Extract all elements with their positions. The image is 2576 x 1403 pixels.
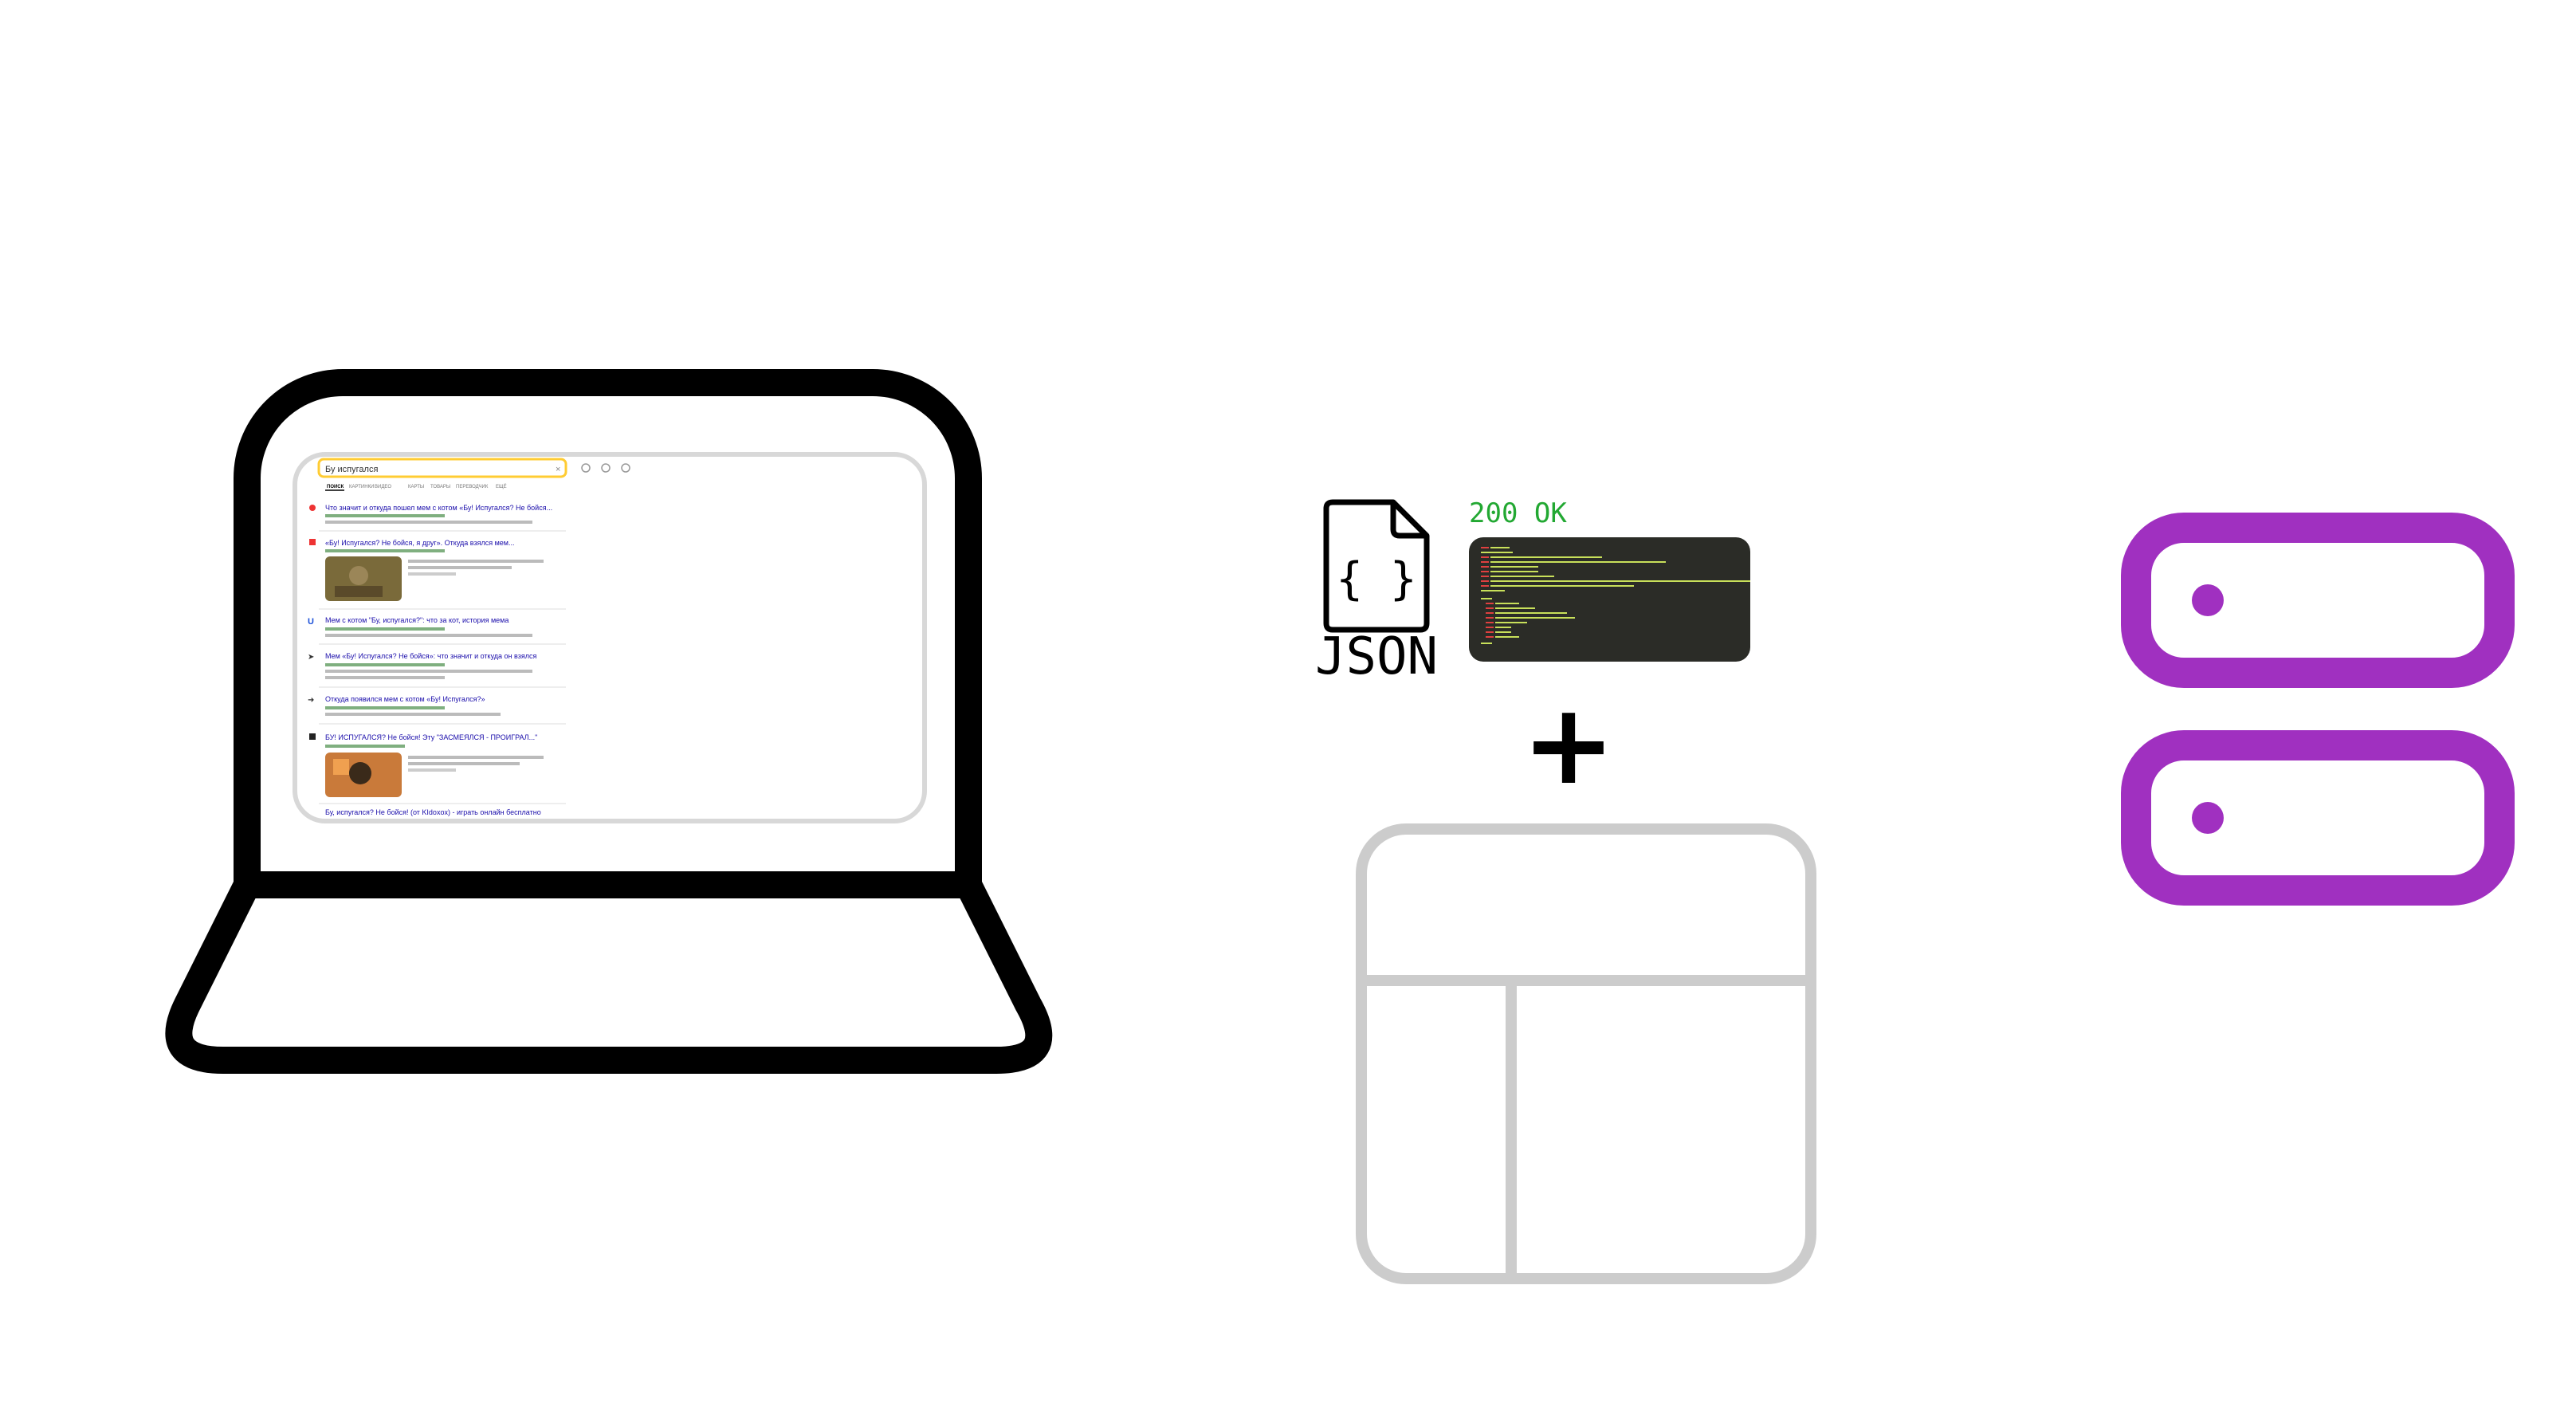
camera-icon[interactable]: [601, 463, 611, 473]
laptop-screen-frame: [234, 369, 982, 898]
tab-maps[interactable]: КАРТЫ: [408, 485, 424, 489]
result-title[interactable]: Мем «Бу! Испугался? Не бойся»: что значи…: [325, 652, 536, 660]
result-title[interactable]: Что значит и откуда пошел мем с котом «Б…: [325, 504, 552, 512]
json-label: JSON: [1315, 627, 1438, 686]
result-title[interactable]: Бу, испугался? Не бойся! (от KIdoxox) - …: [325, 808, 541, 816]
clear-search-icon[interactable]: ×: [556, 465, 560, 474]
layout-template-icon: [1356, 823, 1816, 1284]
result-item[interactable]: Что значит и откуда пошел мем с котом «Б…: [309, 504, 552, 524]
tab-products[interactable]: ТОВАРЫ: [430, 485, 450, 489]
tab-search[interactable]: ПОИСК: [327, 485, 344, 489]
result-title[interactable]: Откуда появился мем с котом «Бу! Испугал…: [325, 695, 485, 703]
json-file-icon: { } JSON: [1315, 499, 1438, 686]
plus-sign: +: [1522, 680, 1615, 810]
server-unit-bottom: [2121, 730, 2515, 906]
tab-more[interactable]: ЕЩЁ: [496, 484, 507, 489]
search-input[interactable]: [317, 458, 567, 478]
server-unit-top: [2121, 513, 2515, 688]
tab-video[interactable]: ВИДЕО: [375, 485, 391, 489]
tab-translator[interactable]: ПЕРЕВОДЧИК: [456, 485, 489, 489]
json-braces: { }: [1336, 553, 1416, 605]
result-item[interactable]: ➤ Мем «Бу! Испугался? Не бойся»: что зна…: [308, 652, 536, 679]
server-icon: [2121, 513, 2515, 906]
result-item[interactable]: ➜ Откуда появился мем с котом «Бу! Испуг…: [308, 695, 501, 716]
search-tabs: ПОИСК КАРТИНКИ ВИДЕО КАРТЫ ТОВАРЫ ПЕРЕВО…: [325, 484, 507, 491]
browser-screenshot: Бу испугался × ПОИСК КАРТИНКИ ВИДЕО КАРТ…: [293, 452, 927, 823]
server-led-top: [2192, 584, 2224, 616]
browser-window: [293, 452, 927, 823]
svg-text:➤: ➤: [308, 653, 314, 662]
svg-text:➜: ➜: [308, 696, 314, 705]
mic-icon[interactable]: [581, 463, 591, 473]
result-title[interactable]: БУ! ИСПУГАЛСЯ? Не бойся! Эту "ЗАСМЕЯЛСЯ …: [325, 733, 537, 741]
search-query-text: Бу испугался: [325, 465, 378, 474]
result-item[interactable]: «Бу! Испугался? Не бойся, я друг». Откуд…: [309, 539, 544, 601]
result-title[interactable]: Мем с котом "Бу, испугался?": что за кот…: [325, 616, 509, 624]
result-item[interactable]: U Мем с котом "Бу, испугался?": что за к…: [308, 616, 532, 637]
status-text: 200 OK: [1469, 497, 1567, 529]
apps-icon[interactable]: [621, 463, 630, 473]
laptop-icon: [165, 369, 1053, 1074]
response-body-terminal: [1469, 537, 1750, 662]
svg-text:U: U: [308, 617, 314, 627]
tab-images[interactable]: КАРТИНКИ: [349, 485, 374, 489]
result-item[interactable]: БУ! ИСПУГАЛСЯ? Не бойся! Эту "ЗАСМЕЯЛСЯ …: [309, 733, 544, 797]
server-led-bottom: [2192, 802, 2224, 834]
laptop-base: [165, 871, 1053, 1074]
result-title[interactable]: «Бу! Испугался? Не бойся, я друг». Откуд…: [325, 539, 514, 547]
result-item[interactable]: Бу, испугался? Не бойся! (от KIdoxox) - …: [325, 808, 541, 816]
